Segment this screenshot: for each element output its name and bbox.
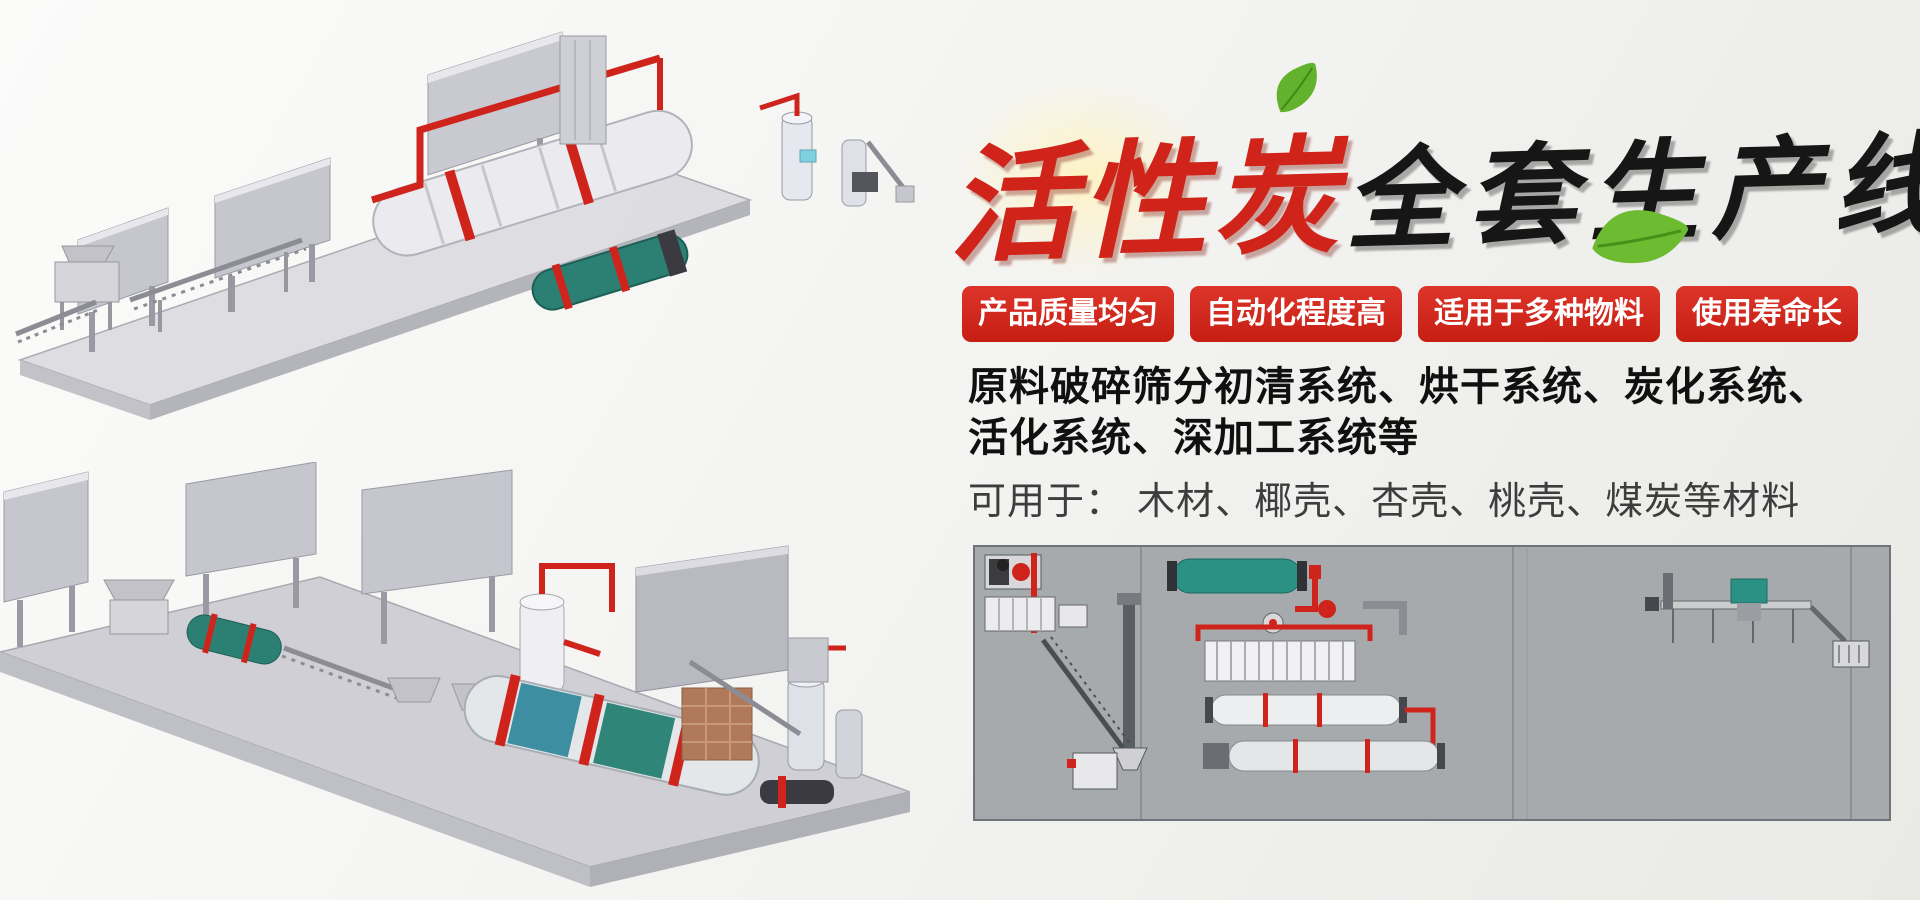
tanks-right xyxy=(759,92,915,207)
diagram-feed-cluster xyxy=(984,553,1148,790)
plant-layout-diagram xyxy=(973,545,1891,821)
rotary-drum-main xyxy=(372,109,693,257)
production-line-render-bottom xyxy=(0,462,910,887)
headline-text: 活性炭全套生产线 xyxy=(946,79,1920,287)
badge-lifespan: 使用寿命长 xyxy=(1676,286,1858,342)
systems-description: 原料破碎筛分初清系统、烘干系统、炭化系统、 活化系统、深加工系统等 xyxy=(968,362,1898,464)
diagram-seams xyxy=(1140,547,1852,819)
feed-section xyxy=(103,579,505,711)
production-line-render-top xyxy=(15,31,915,420)
tanks-right xyxy=(688,637,863,808)
headline-red: 活性炭 xyxy=(946,122,1347,281)
wall-panels xyxy=(3,462,789,693)
leaf-icon xyxy=(1276,62,1317,113)
rotary-drum-green xyxy=(531,229,689,311)
feature-badges: 产品质量均匀 自动化程度高 适用于多种物料 使用寿命长 xyxy=(962,286,1858,342)
headline-glow xyxy=(903,37,1263,317)
badge-materials: 适用于多种物料 xyxy=(1418,286,1660,342)
headline: 活性炭全套生产线 xyxy=(903,37,1920,317)
systems-description-line1: 原料破碎筛分初清系统、烘干系统、炭化系统、 xyxy=(968,364,1829,410)
drum-piping xyxy=(370,35,663,204)
crusher-and-conveyors xyxy=(15,237,307,344)
leaf-icon xyxy=(1592,210,1689,264)
rotary-drum-big xyxy=(463,674,760,796)
tank-and-piping xyxy=(519,563,615,693)
diagram-right-cluster xyxy=(1645,573,1870,668)
materials-line: 可用于： 木材、椰壳、杏壳、桃壳、煤炭等材料 xyxy=(968,479,1801,523)
systems-description-line2: 活化系统、深加工系统等 xyxy=(968,415,1419,462)
diagram-center-cluster xyxy=(1167,558,1445,773)
badge-automation: 自动化程度高 xyxy=(1190,286,1402,342)
badge-quality: 产品质量均匀 xyxy=(962,286,1174,342)
brick-kiln xyxy=(681,687,753,761)
